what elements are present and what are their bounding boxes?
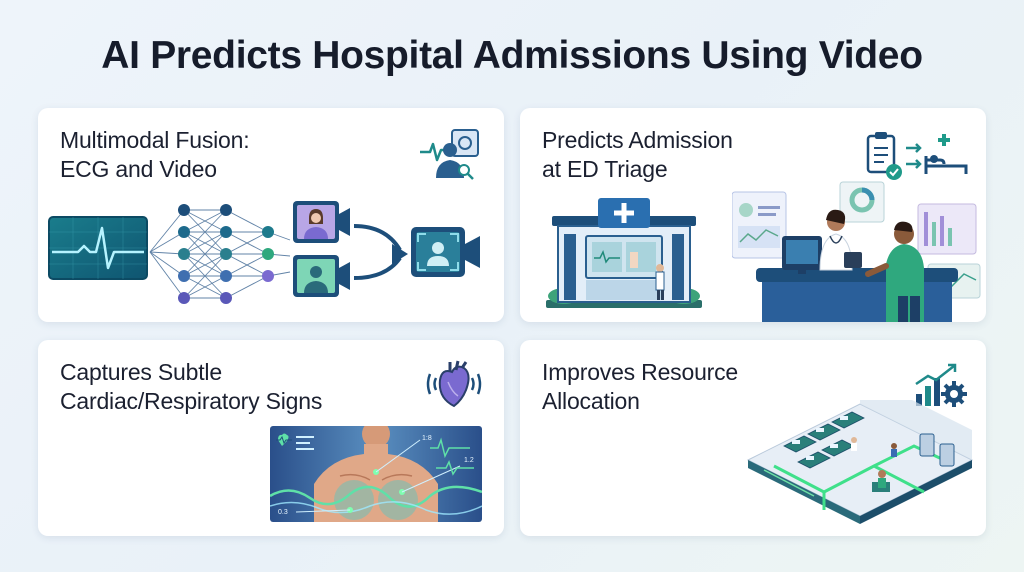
video-frame-female [293,201,350,243]
page-title: AI Predicts Hospital Admissions Using Vi… [101,34,923,77]
card-title-line-1: Improves Resource [542,359,739,385]
card-title-line-1: Multimodal Fusion: [60,127,250,153]
fusion-arrows [353,224,408,280]
card-resource-allocation: Improves Resource Allocation [520,340,986,536]
isometric-hospital-floor [746,400,974,524]
card-title-line-2: Allocation [542,388,640,414]
card-title: Predicts Admission at ED Triage [542,126,733,184]
neural-network [149,204,291,304]
clipboard-to-bed-icon [866,132,968,180]
chest-scan-panel: 1:8 1.2 0.3 [270,426,482,522]
readout-mid: 1.2 [464,457,474,464]
readout-bottom: 0.3 [278,509,288,516]
video-frame-output [411,227,480,277]
patient-monitor-icon [420,129,479,180]
card-predicts-admission: Predicts Admission at ED Triage [520,108,986,322]
card-multimodal-fusion: Multimodal Fusion: ECG and Video [38,108,504,322]
triage-desk-scene [732,181,981,322]
hospital-building [546,198,702,308]
card-title-line-2: ECG and Video [60,156,217,182]
card-captures-signs: Captures Subtle Cardiac/Respiratory Sign… [38,340,504,536]
card-title: Captures Subtle Cardiac/Respiratory Sign… [60,358,322,416]
card-title: Improves Resource Allocation [542,358,738,416]
heart-icon [426,360,482,408]
video-frame-male [293,255,350,297]
growth-chart-gear-icon [915,363,967,407]
ecg-monitor [48,216,148,280]
card-title-line-2: at ED Triage [542,156,668,182]
readout-top: 1:8 [422,435,432,442]
card-title-line-1: Predicts Admission [542,127,733,153]
card-title-line-2: Cardiac/Respiratory Signs [60,388,323,414]
card-title: Multimodal Fusion: ECG and Video [60,126,250,184]
card-title-line-1: Captures Subtle [60,359,222,385]
